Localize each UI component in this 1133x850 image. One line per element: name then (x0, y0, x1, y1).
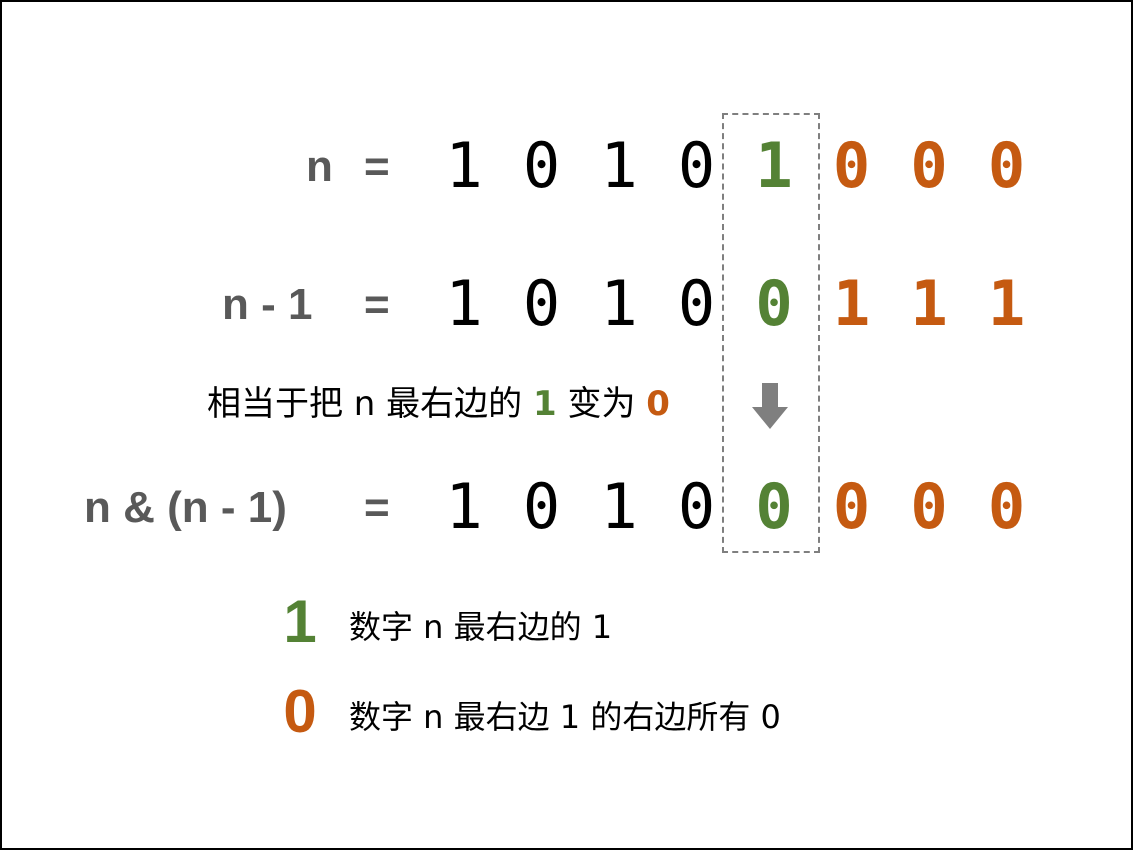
bit-digit: 0 (987, 129, 1026, 202)
bit-digit: 1 (600, 470, 638, 543)
bit-digit: 0 (755, 267, 793, 340)
bit-digit: 1 (600, 267, 638, 340)
note-prefix: 相当于把 n 最右边的 (207, 384, 533, 424)
bit-digit: 0 (987, 470, 1026, 543)
bit-digit: 1 (445, 267, 483, 340)
down-arrow-icon (752, 383, 788, 429)
bit-digit: 1 (755, 129, 793, 202)
bit-digit: 1 (600, 129, 638, 202)
equals-sign: = (364, 483, 390, 532)
bit-digit: 0 (677, 129, 716, 202)
bit-digit: 0 (832, 129, 871, 202)
bit-digit: 0 (832, 470, 871, 543)
bit-digit: 1 (445, 129, 483, 202)
highlight-column-box (722, 113, 820, 553)
bit-digit: 1 (832, 267, 871, 340)
bit-digit: 0 (522, 267, 561, 340)
legend-symbol-one: 1 (283, 588, 317, 655)
bit-digit: 0 (910, 129, 948, 202)
bit-digit: 0 (522, 470, 561, 543)
row-label-n-minus-1: n - 1 (222, 280, 313, 329)
note-one: 1 (532, 384, 557, 424)
equals-sign: = (364, 142, 390, 191)
equals-sign: = (364, 280, 390, 329)
explanation-note: 相当于把 n 最右边的 1 变为 0 (207, 387, 670, 421)
bit-digit: 1 (987, 267, 1026, 340)
bit-digit: 1 (910, 267, 948, 340)
legend-text-one: 数字 n 最右边的 1 (349, 608, 613, 646)
bit-digit: 0 (755, 470, 793, 543)
note-zero: 0 (646, 384, 670, 424)
bit-digit: 0 (522, 129, 561, 202)
bit-digit: 1 (445, 470, 483, 543)
legend-symbol-zero: 0 (283, 678, 317, 745)
row-label-n: n (306, 142, 333, 191)
bit-digit: 0 (677, 470, 716, 543)
row-label-n-and-n-minus-1: n & (n - 1) (84, 483, 287, 532)
bit-digit: 0 (910, 470, 948, 543)
legend-text-zero: 数字 n 最右边 1 的右边所有 0 (349, 698, 781, 736)
note-middle: 变为 (556, 384, 647, 424)
bit-digit: 0 (677, 267, 716, 340)
